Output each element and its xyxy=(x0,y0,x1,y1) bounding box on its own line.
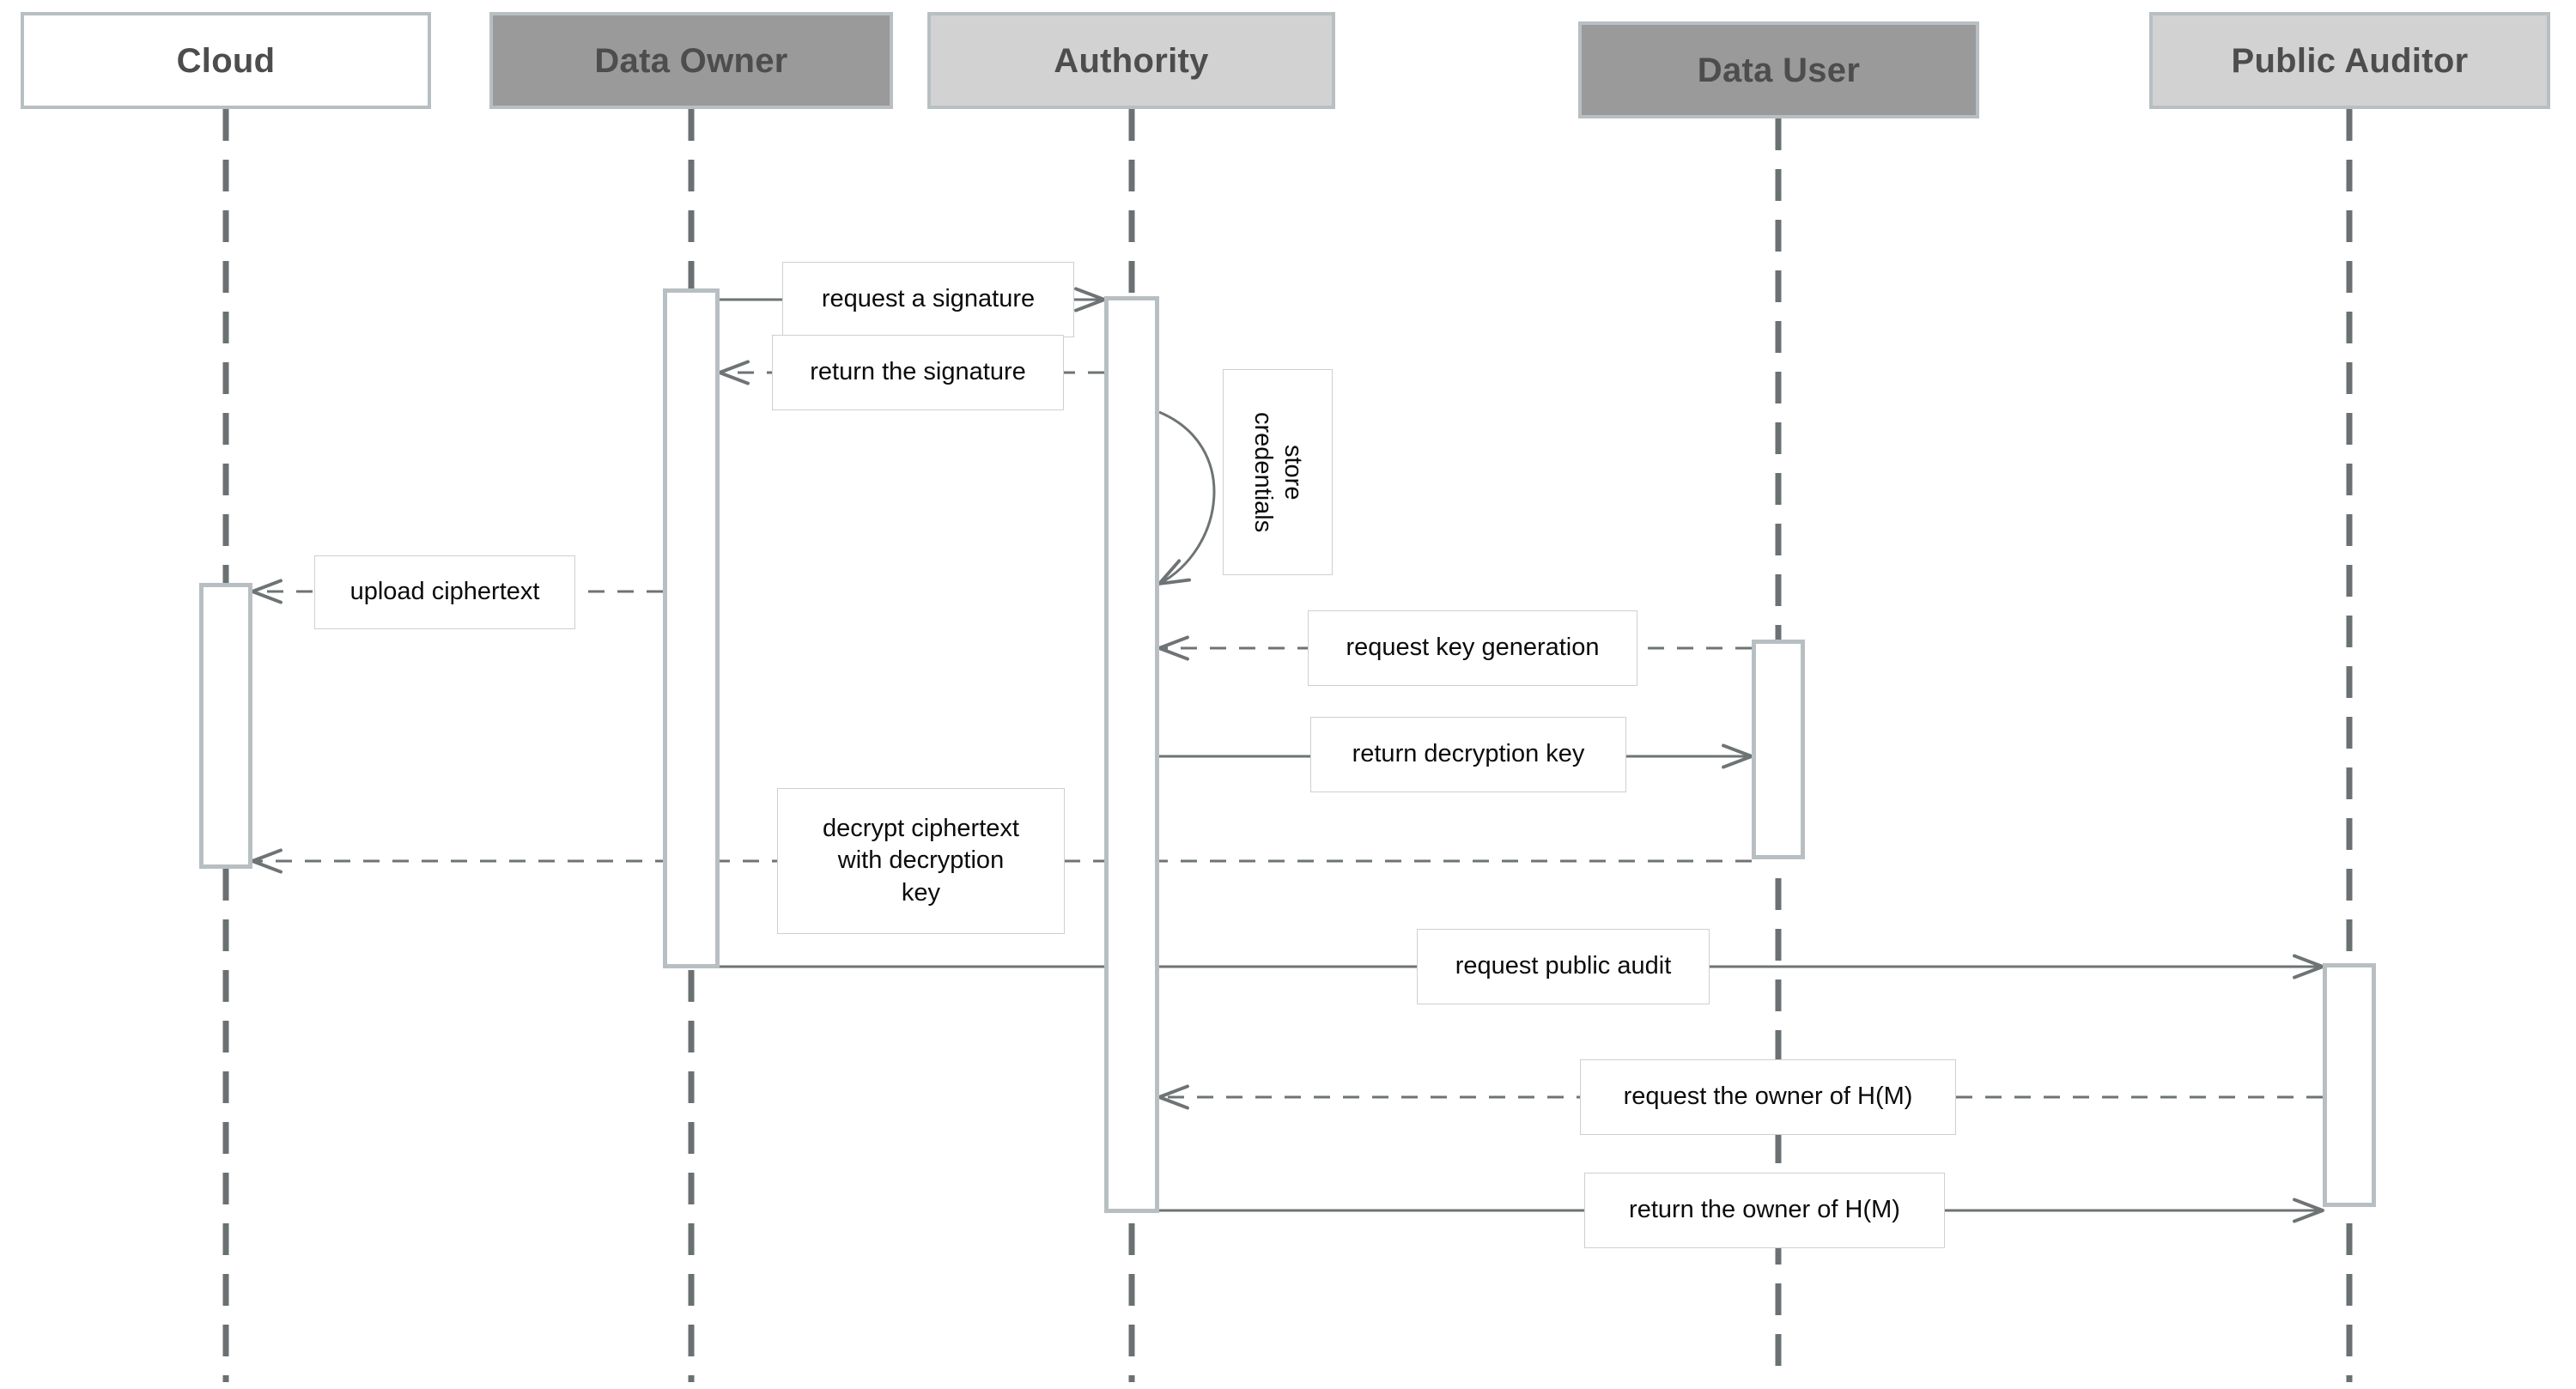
participant-label: Cloud xyxy=(176,41,276,80)
message-label-text: return decryption key xyxy=(1352,740,1585,768)
message-label-5[interactable]: request key generation xyxy=(1308,610,1637,686)
participant-data_user[interactable]: Data User xyxy=(1578,21,1979,118)
message-label-4[interactable]: upload ciphertext xyxy=(314,555,575,629)
activation-bar-data_user[interactable] xyxy=(1752,640,1805,859)
message-label-2[interactable]: return the signature xyxy=(772,335,1064,410)
activation-bar-public_auditor[interactable] xyxy=(2323,963,2376,1207)
message-label-text: request public audit xyxy=(1455,952,1672,980)
participant-label: Public Auditor xyxy=(2231,41,2469,80)
participant-label: Data User xyxy=(1697,51,1861,89)
activation-bar-cloud[interactable] xyxy=(199,583,252,869)
message-label-8[interactable]: request public audit xyxy=(1417,929,1710,1004)
message-label-text: return the owner of H(M) xyxy=(1629,1196,1900,1224)
self-message-arrow-3 xyxy=(1157,410,1216,585)
message-label-9[interactable]: request the owner of H(M) xyxy=(1580,1059,1956,1135)
message-label-text: request key generation xyxy=(1346,634,1600,662)
participant-public_auditor[interactable]: Public Auditor xyxy=(2149,12,2550,109)
message-label-1[interactable]: request a signature xyxy=(782,262,1074,337)
message-label-10[interactable]: return the owner of H(M) xyxy=(1584,1173,1945,1248)
message-label-6[interactable]: return decryption key xyxy=(1310,717,1626,792)
message-label-text: request a signature xyxy=(821,285,1036,313)
lifelines-layer xyxy=(222,109,2353,1382)
message-label-text: return the signature xyxy=(810,358,1026,386)
participant-authority[interactable]: Authority xyxy=(927,12,1335,109)
activation-bar-data_owner[interactable] xyxy=(663,288,720,968)
message-label-text: upload ciphertext xyxy=(349,578,540,606)
participant-label: Data Owner xyxy=(594,41,788,80)
participant-cloud[interactable]: Cloud xyxy=(21,12,431,109)
participant-label: Authority xyxy=(1054,41,1209,80)
activation-bar-authority[interactable] xyxy=(1104,296,1159,1213)
participant-data_owner[interactable]: Data Owner xyxy=(489,12,893,109)
message-label-text: request the owner of H(M) xyxy=(1623,1083,1913,1111)
